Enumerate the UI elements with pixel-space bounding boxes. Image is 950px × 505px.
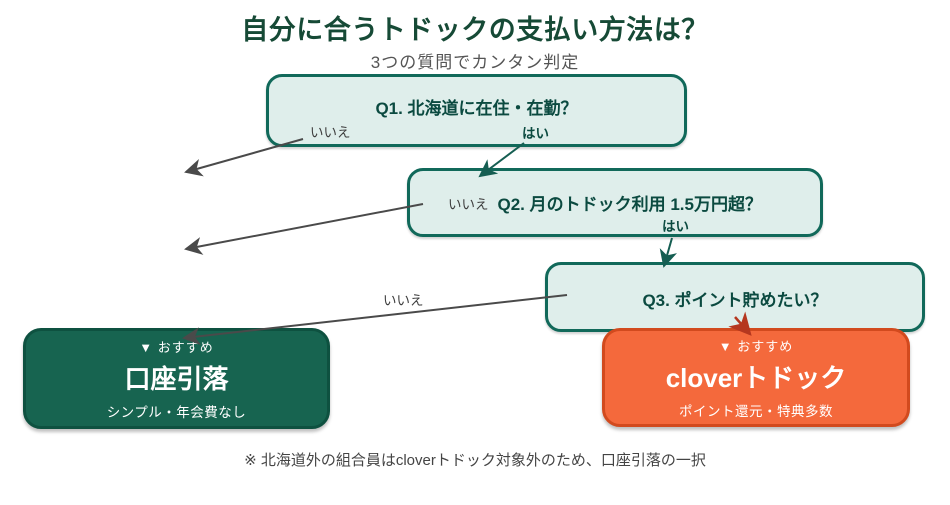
- q2-text-row: いいえ Q2. 月のトドック利用 1.5万円超？: [448, 190, 762, 215]
- arrow-q2-no: [184, 203, 424, 255]
- question-box-q3: Q3. ポイント貯めたい？: [545, 262, 925, 332]
- page-title: 自分に合うトドックの支払い方法は？: [241, 15, 709, 45]
- bank-recommend-badge: ▼ おすすめ: [139, 339, 214, 355]
- question-box-q2: いいえ Q2. 月のトドック利用 1.5万円超？: [407, 168, 823, 237]
- question-q2-label: Q2. 月のトドック利用 1.5万円超？: [497, 195, 762, 214]
- result-box-clover-todock: ▼ おすすめ cloverトドック ポイント還元・特典多数: [602, 328, 910, 427]
- question-q1-label: Q1. 北海道に在住・在勤？: [375, 99, 578, 118]
- clover-result-title: cloverトドック: [665, 362, 847, 393]
- clover-recommend-badge: ▼ おすすめ: [718, 338, 794, 354]
- question-box-q1: Q1. 北海道に在住・在勤？: [266, 74, 687, 147]
- bank-result-subtitle: シンプル・年会費なし: [106, 404, 247, 420]
- clover-result-subtitle: ポイント還元・特典多数: [679, 403, 833, 419]
- footnote: ※ 北海道外の組合員はcloverトドック対象外のため、口座引落の一択: [244, 452, 706, 469]
- q3-no-label: いいえ: [383, 293, 424, 308]
- question-q3-label: Q3. ポイント貯めたい？: [642, 291, 828, 310]
- bank-result-title: 口座引落: [124, 363, 229, 394]
- q1-yes-label: はい: [522, 126, 549, 141]
- q1-no-label: いいえ: [310, 125, 351, 140]
- q2-yes-label: はい: [662, 219, 689, 234]
- result-box-bank-debit: ▼ おすすめ 口座引落 シンプル・年会費なし: [23, 328, 330, 429]
- q2-no-label: いいえ: [448, 196, 489, 212]
- page-subtitle: 3つの質問でカンタン判定: [370, 53, 580, 72]
